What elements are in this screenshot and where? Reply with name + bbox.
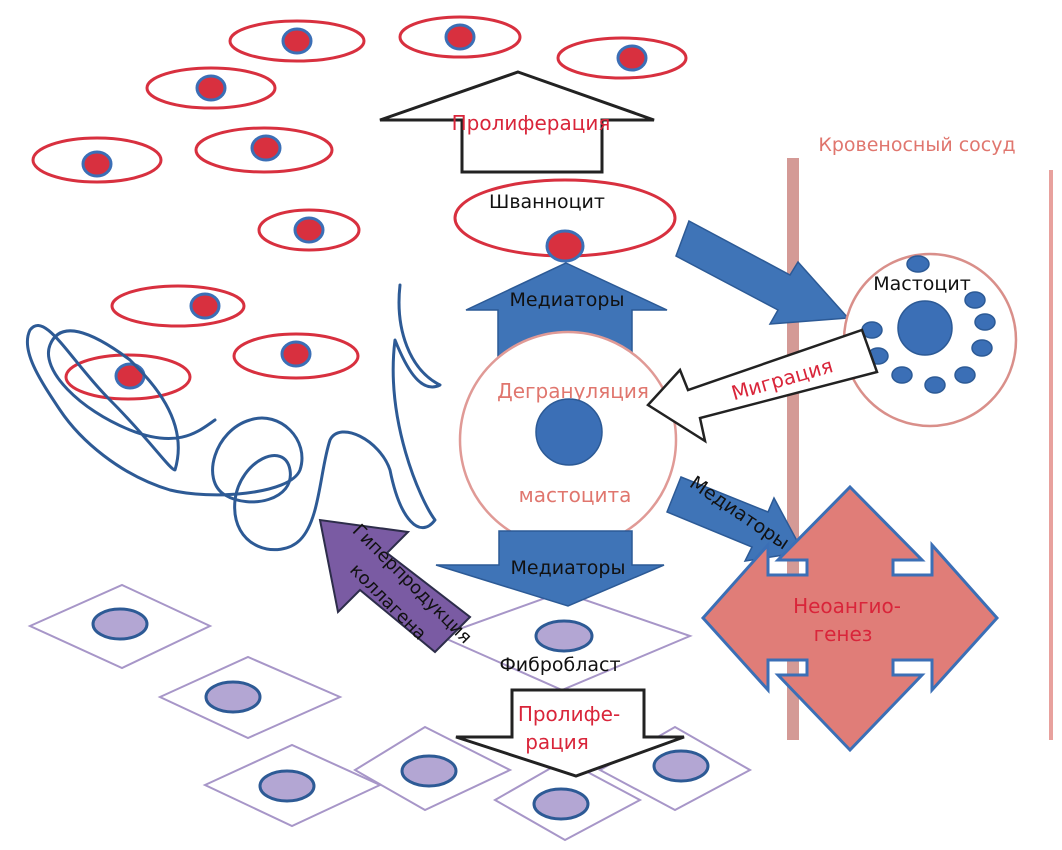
- fibroblast: [157, 655, 343, 740]
- proliferation-bottom-label-1: Пролифе-: [518, 702, 620, 726]
- panel-edge: [1049, 170, 1053, 740]
- degranulating-mast-cell-nucleus: [535, 398, 603, 466]
- schwann-to-mast-arrow: [675, 219, 850, 325]
- mediators-down-label: Медиаторы: [511, 557, 626, 579]
- schwann-cell: [110, 284, 246, 328]
- granule: [924, 376, 946, 394]
- fibroblast-main-nucleus: [534, 619, 594, 653]
- proliferation-up-arrow: [379, 70, 655, 174]
- schwann-cell: [398, 15, 522, 59]
- granule: [954, 366, 976, 384]
- collagen-arrow: [318, 518, 472, 654]
- schwann-cell: [145, 66, 277, 110]
- mediators-down-arrow: [435, 530, 665, 607]
- fibroblast: [492, 758, 643, 842]
- granule: [891, 366, 913, 384]
- mast-cell-granules: [861, 255, 996, 394]
- nerve-fiber: [25, 283, 442, 552]
- fibroblast: [202, 743, 383, 828]
- mast-cell-label: Мастоцит: [873, 273, 971, 295]
- neoangio-label-1: Неоангио-: [793, 594, 901, 618]
- schwann-cell: [228, 19, 366, 63]
- schwann-cell: [257, 208, 361, 252]
- mediators-diag-arrow: [666, 476, 805, 562]
- neoangiogenesis-arrow: [700, 484, 1000, 753]
- migration-arrow: [646, 328, 879, 444]
- mediators-up-label: Медиаторы: [510, 289, 625, 311]
- neoangio-label-2: генез: [814, 622, 873, 646]
- proliferation-down-arrow: [455, 688, 685, 778]
- schwann-cell: [194, 126, 334, 174]
- fibroblast-cluster: [27, 583, 753, 842]
- granule: [964, 291, 986, 309]
- granule: [971, 339, 993, 357]
- schwann-cell: [232, 332, 360, 380]
- schwann-cell-label: Шванноцит: [489, 191, 605, 213]
- schwann-cells-cluster: [31, 15, 688, 401]
- fibroblast-label: Фибробласт: [499, 654, 620, 676]
- schwann-cell: [556, 36, 688, 80]
- fibroblast: [27, 583, 213, 670]
- schwann-cell-nucleus: [545, 229, 585, 263]
- granule: [906, 255, 930, 273]
- mast-cell-nucleus: [897, 300, 953, 356]
- proliferation-bottom-label-2: рация: [525, 730, 589, 754]
- fibroblast: [353, 725, 513, 812]
- schwann-cell: [64, 353, 192, 401]
- proliferation-top-label: Пролиферация: [452, 111, 611, 135]
- granule: [974, 313, 996, 331]
- degranulation-label-2: мастоцита: [519, 483, 632, 507]
- blood-vessel-label: Кровеносный сосуд: [818, 134, 1015, 156]
- schwann-cell: [31, 136, 163, 184]
